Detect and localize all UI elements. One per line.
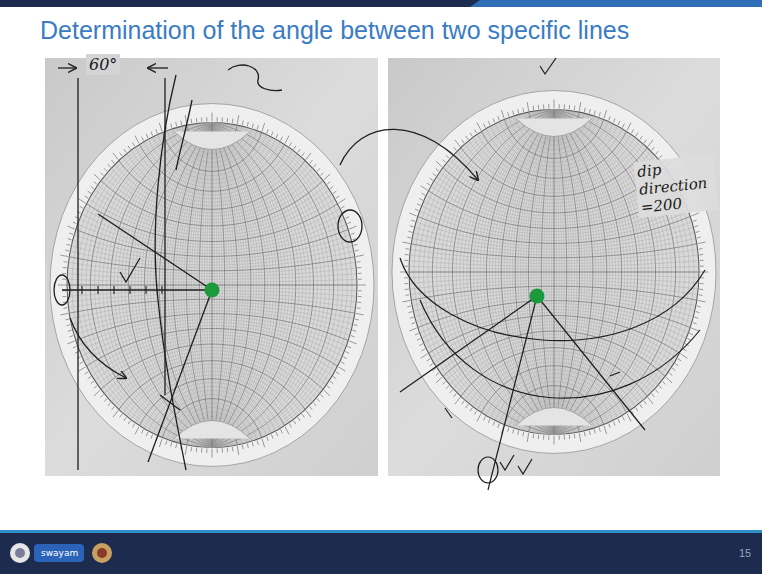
- pin: [530, 289, 545, 304]
- top-accent: [470, 0, 762, 7]
- photo-left: [45, 58, 378, 476]
- logo: [15, 548, 25, 558]
- slide-title: Determination of the angle between two s…: [40, 16, 629, 45]
- wulff-net: [50, 104, 374, 467]
- slide-number: 15: [736, 546, 754, 561]
- pencil-marks: [400, 58, 705, 490]
- angle-note: 60°: [86, 54, 120, 75]
- logo-text: swayam: [38, 547, 81, 560]
- photo-right: [388, 58, 720, 476]
- footer-bar: [0, 533, 762, 574]
- logo: [34, 544, 84, 562]
- logo: [10, 543, 30, 563]
- logo: [97, 548, 107, 558]
- top-bar: [0, 0, 762, 7]
- dip-direction-note: dip direction =200: [633, 154, 718, 218]
- pin: [205, 283, 220, 298]
- logo: [92, 543, 112, 563]
- footer-line: [0, 530, 762, 533]
- pencil-marks: [54, 65, 478, 470]
